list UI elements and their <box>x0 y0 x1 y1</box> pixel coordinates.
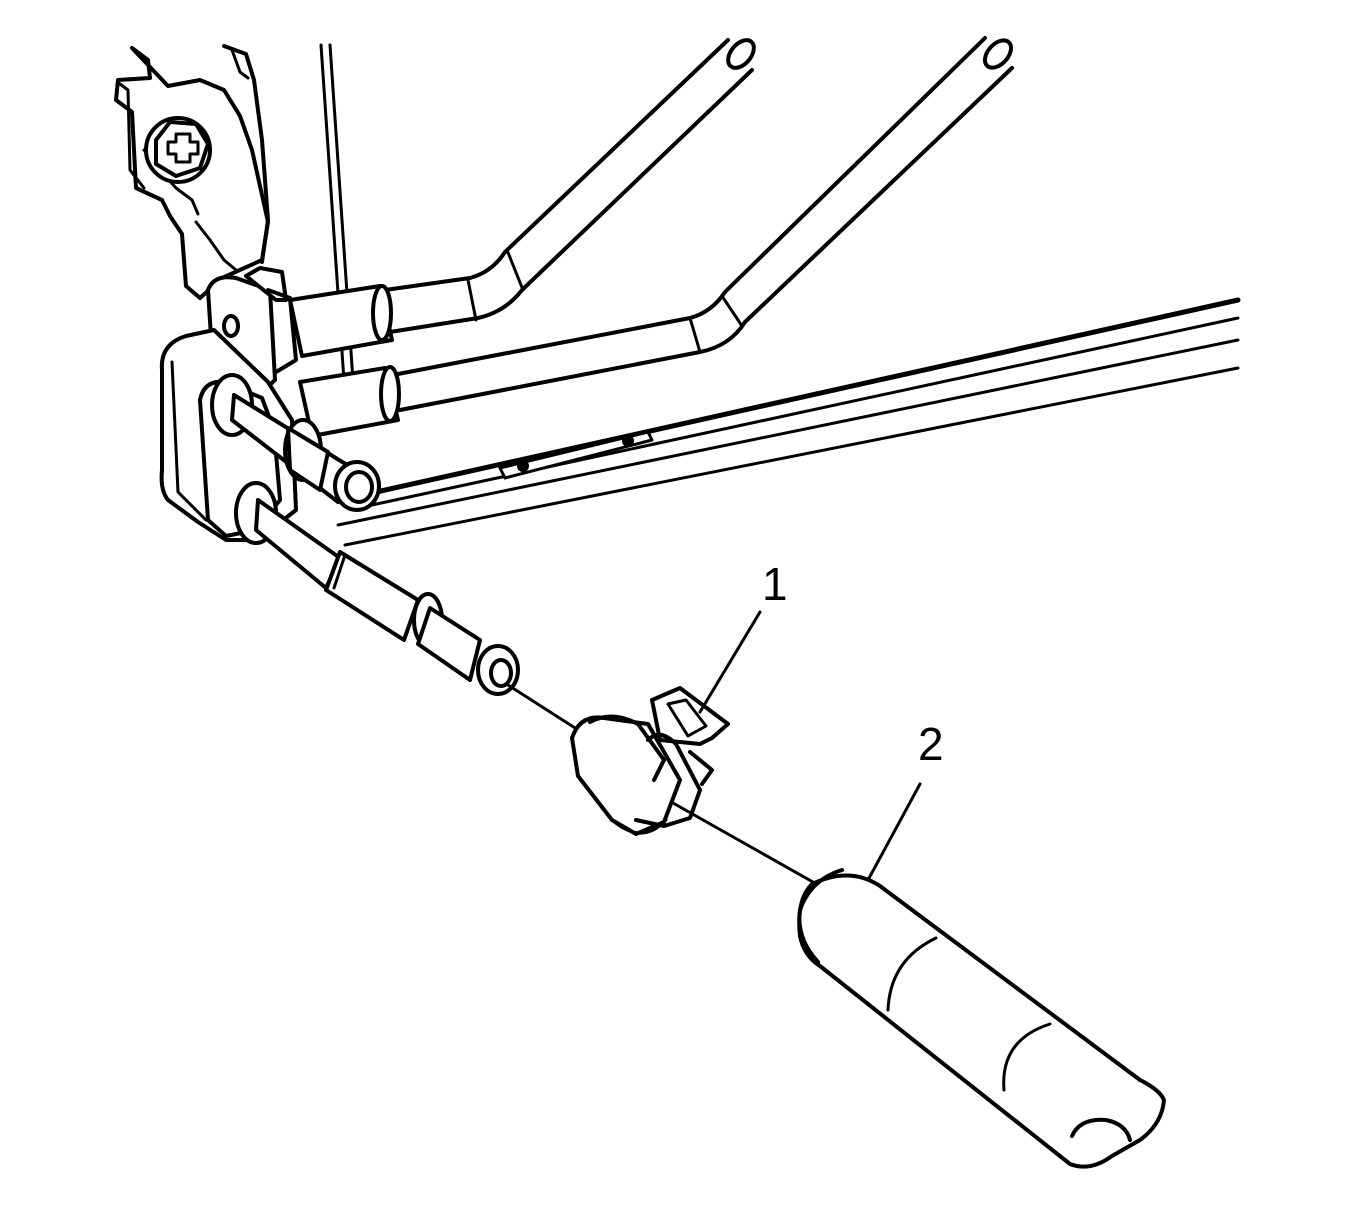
cable-clip <box>570 686 730 836</box>
callout-1-label: 1 <box>762 558 788 610</box>
callout-leader-2 <box>866 782 922 882</box>
tube-collars <box>288 284 401 438</box>
vertical-rod <box>319 43 357 412</box>
hex-bolt <box>144 116 212 184</box>
floor-rails <box>336 297 1241 547</box>
callout-leader-1 <box>698 610 762 714</box>
upper-frame-tube <box>383 38 756 334</box>
lower-shaft <box>234 481 520 696</box>
cable-sleeve <box>797 868 1166 1169</box>
callout-2-label: 2 <box>918 718 944 770</box>
lower-frame-tube <box>396 36 1014 412</box>
upper-shaft <box>210 373 381 512</box>
